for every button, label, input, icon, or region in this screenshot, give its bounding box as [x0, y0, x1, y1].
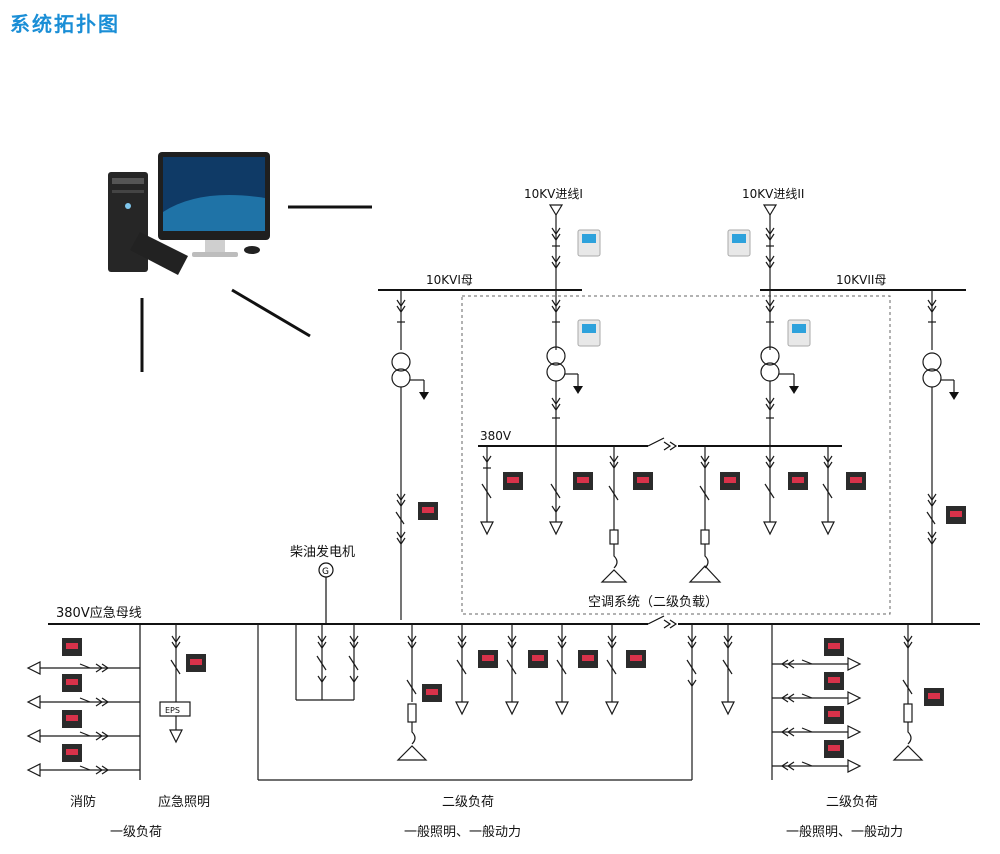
feeder-380v-hvac-1: [600, 446, 628, 583]
generator-symbol-icon: G: [318, 562, 334, 578]
network-link-diagonal: [231, 288, 311, 338]
power-meter-icon: [62, 674, 82, 692]
emergency-lighting-label: 应急照明: [158, 794, 210, 810]
general-load-label-right: 一般照明、一般动力: [786, 824, 903, 840]
power-meter-icon: [720, 472, 740, 490]
low-bus-tie-switch: [647, 615, 678, 629]
bus-380v-tie-switch: [647, 437, 678, 451]
power-meter-icon: [626, 650, 646, 668]
power-meter-icon: [62, 744, 82, 762]
power-meter-icon: [824, 638, 844, 656]
incoming-line-2: [762, 204, 778, 290]
power-meter-icon: [824, 706, 844, 724]
generator-label: 柴油发电机: [290, 544, 355, 560]
incoming-line-2-label: 10KV进线II: [742, 187, 804, 201]
power-meter-icon: [788, 472, 808, 490]
incoming-line-1-label: 10KV进线I: [524, 187, 583, 201]
feeder-380v-3: [763, 446, 777, 536]
power-meter-icon: [633, 472, 653, 490]
power-meter-icon: [824, 672, 844, 690]
middle-load-feeders: [396, 624, 735, 761]
level1-load-label: 一级负荷: [110, 825, 162, 840]
general-load-label-mid: 一般照明、一般动力: [404, 824, 521, 840]
transformer-feeder-left: [391, 290, 425, 620]
transformer-feeder-right: [922, 290, 955, 624]
right-load-feeders: [771, 624, 924, 780]
power-meter-icon: [824, 740, 844, 758]
generator-interconnect: [295, 624, 359, 701]
hvac-label: 空调系统（二级负载）: [588, 595, 718, 610]
power-meter-icon: [528, 650, 548, 668]
protection-relay-icon: [577, 319, 601, 347]
computer-workstation-icon: [108, 152, 270, 275]
power-meter-icon: [503, 472, 523, 490]
emergency-bus-label: 380V应急母线: [56, 605, 142, 621]
feeder-380v-1: [480, 446, 494, 536]
generator-symbol-text: G: [322, 567, 329, 577]
page-title: 系统拓扑图: [10, 12, 120, 36]
power-meter-icon: [62, 710, 82, 728]
bus-10kv-2-label: 10KVII母: [836, 273, 886, 287]
bus-10kv-1-label: 10KVI母: [426, 273, 473, 287]
power-meter-icon: [186, 654, 206, 672]
protection-relay-icon: [727, 229, 751, 257]
eps-label: EPS: [165, 706, 180, 715]
power-meter-icon: [578, 650, 598, 668]
power-meter-icon: [946, 506, 966, 524]
power-meter-icon: [62, 638, 82, 656]
fire-feeders: [26, 661, 140, 777]
emergency-lighting-feeder: [159, 624, 191, 744]
power-meter-icon: [573, 472, 593, 490]
power-meter-icon: [418, 502, 438, 520]
level2-load-label-mid: 二级负荷: [442, 795, 494, 810]
transformer-feeder-inner-right: [760, 290, 795, 446]
power-meter-icon: [478, 650, 498, 668]
hvac-area-boundary: [461, 295, 891, 615]
feeder-380v-4: [821, 446, 835, 536]
power-meter-icon: [924, 688, 944, 706]
emergency-loop: [257, 624, 693, 781]
feeder-380v-hvac-2: [688, 446, 722, 583]
protection-relay-icon: [787, 319, 811, 347]
protection-relay-icon: [577, 229, 601, 257]
bus-380v-label: 380V: [480, 429, 512, 443]
power-meter-icon: [846, 472, 866, 490]
feeder-380v-2: [549, 446, 563, 536]
fire-label: 消防: [70, 794, 96, 810]
incoming-line-1: [548, 204, 564, 290]
power-meter-icon: [422, 684, 442, 702]
level2-load-label-right: 二级负荷: [826, 795, 878, 810]
transformer-feeder-inner-left: [546, 290, 579, 446]
